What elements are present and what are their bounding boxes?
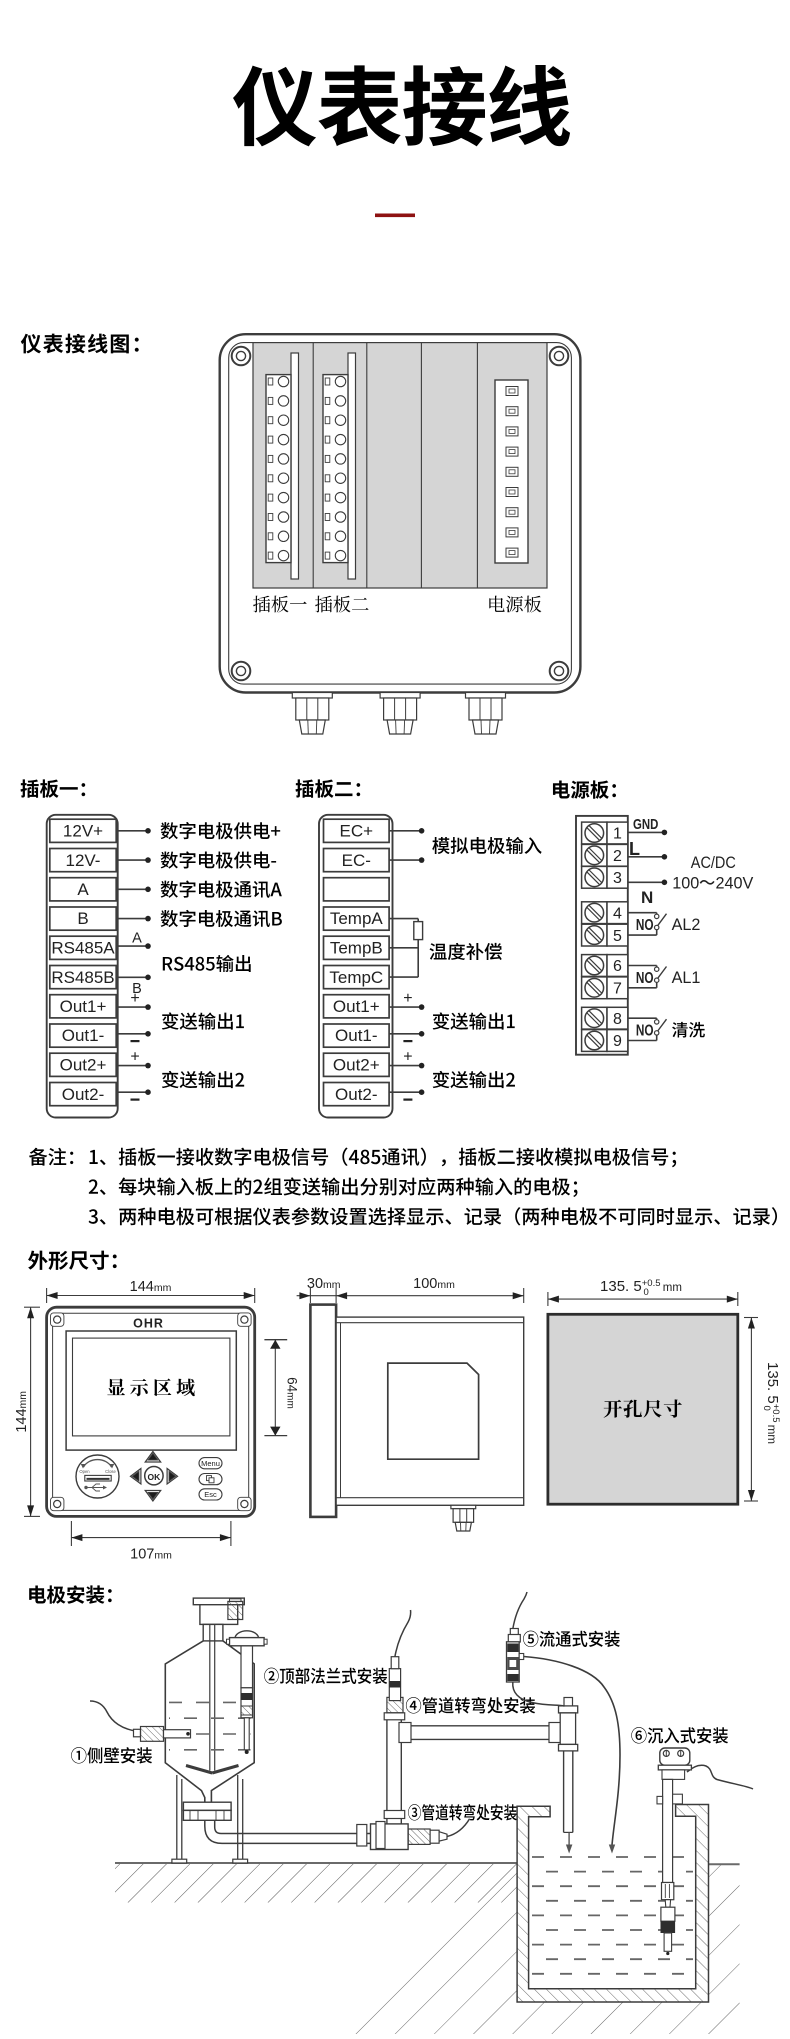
svg-text:AC/DC: AC/DC [691, 854, 736, 872]
svg-text:Esc: Esc [204, 1490, 217, 1499]
svg-text:+: + [403, 990, 412, 1007]
svg-text:GND: GND [633, 816, 658, 833]
svg-text:RS485A: RS485A [51, 939, 115, 958]
svg-text:5: 5 [613, 928, 622, 945]
svg-text:144mm: 144mm [14, 1391, 30, 1433]
svg-text:7: 7 [613, 981, 622, 998]
svg-text:EC-: EC- [342, 851, 371, 870]
svg-text:12V+: 12V+ [63, 822, 103, 841]
svg-text:OHR: OHR [133, 1317, 164, 1331]
svg-text:107mm: 107mm [130, 1547, 172, 1563]
svg-text:Open: Open [79, 1469, 90, 1474]
svg-text:NO: NO [636, 917, 654, 934]
svg-text:Out2+: Out2+ [333, 1056, 380, 1075]
svg-text:240V: 240V [716, 875, 754, 893]
svg-text:2: 2 [613, 848, 622, 865]
svg-text:Out1-: Out1- [335, 1026, 378, 1045]
svg-text:NO: NO [636, 970, 654, 987]
svg-text:Out1-: Out1- [62, 1026, 105, 1045]
svg-text:9: 9 [613, 1033, 622, 1050]
svg-text:100: 100 [672, 875, 699, 893]
svg-text:1: 1 [613, 826, 622, 843]
svg-text:Close: Close [105, 1469, 116, 1474]
svg-text:Out2+: Out2+ [60, 1056, 107, 1075]
svg-text:RS485B: RS485B [51, 968, 114, 987]
svg-text:NO: NO [636, 1023, 654, 1040]
svg-text:AL1: AL1 [672, 969, 701, 987]
svg-text:OK: OK [148, 1472, 162, 1482]
svg-text:N: N [641, 888, 653, 907]
svg-text:TempA: TempA [330, 909, 384, 928]
svg-text:TempC: TempC [329, 968, 383, 987]
svg-text:B: B [77, 909, 88, 928]
svg-text:EC+: EC+ [340, 822, 374, 841]
svg-text:144mm: 144mm [130, 1279, 172, 1295]
svg-text:12V-: 12V- [66, 851, 101, 870]
svg-text:6: 6 [613, 958, 622, 975]
svg-text:Out1+: Out1+ [333, 997, 380, 1016]
svg-text:Menu: Menu [201, 1459, 220, 1468]
svg-text:A: A [132, 930, 142, 946]
svg-text:TempB: TempB [330, 939, 383, 958]
svg-text:+: + [130, 1048, 139, 1065]
svg-text:AL2: AL2 [672, 916, 701, 934]
svg-text:4: 4 [613, 905, 622, 922]
svg-text:+: + [403, 1048, 412, 1065]
svg-text:+: + [130, 990, 139, 1007]
svg-text:8: 8 [613, 1011, 622, 1028]
svg-text:Out2-: Out2- [62, 1085, 105, 1104]
svg-text:Out2-: Out2- [335, 1085, 378, 1104]
svg-text:100mm: 100mm [413, 1276, 455, 1292]
svg-text:3: 3 [613, 870, 622, 887]
svg-text:Out1+: Out1+ [60, 997, 107, 1016]
svg-text:A: A [77, 880, 89, 899]
